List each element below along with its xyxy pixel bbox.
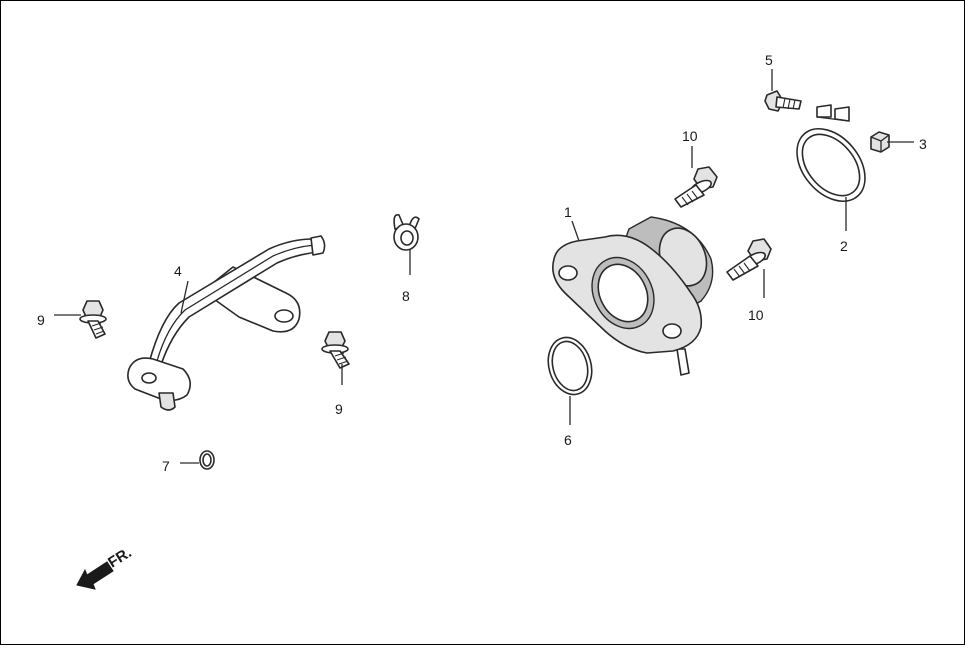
callout-6: 6 — [564, 432, 572, 448]
callout-2: 2 — [840, 238, 848, 254]
part-6-o-ring — [547, 336, 593, 396]
part-3-nut — [870, 131, 890, 153]
callout-5: 5 — [765, 52, 773, 68]
callout-8: 8 — [402, 288, 410, 304]
front-arrow-icon — [76, 561, 114, 590]
callout-4: 4 — [174, 263, 182, 279]
callout-labels: 1 2 3 4 5 6 7 8 9 9 10 10 — [37, 52, 927, 474]
callout-10b: 10 — [748, 307, 764, 323]
callout-9b: 9 — [335, 401, 343, 417]
callout-10a: 10 — [682, 128, 698, 144]
callout-9a: 9 — [37, 312, 45, 328]
part-9-bolt-left — [79, 300, 107, 339]
leader-lines — [54, 69, 914, 464]
part-10-bolt-lower — [726, 238, 772, 281]
part-1-housing — [552, 216, 714, 376]
front-direction-indicator: FR. — [76, 544, 135, 590]
part-8-hose-clip — [393, 213, 420, 251]
part-10-bolt-upper — [674, 166, 718, 208]
part-5-bolt — [764, 90, 802, 112]
callout-1: 1 — [564, 204, 572, 220]
callout-7: 7 — [162, 458, 170, 474]
part-2-clamp — [796, 104, 866, 202]
part-9-bolt-right — [321, 331, 350, 369]
part-4-water-pipe — [127, 235, 326, 411]
callout-3: 3 — [919, 136, 927, 152]
part-7-o-ring — [199, 450, 215, 470]
